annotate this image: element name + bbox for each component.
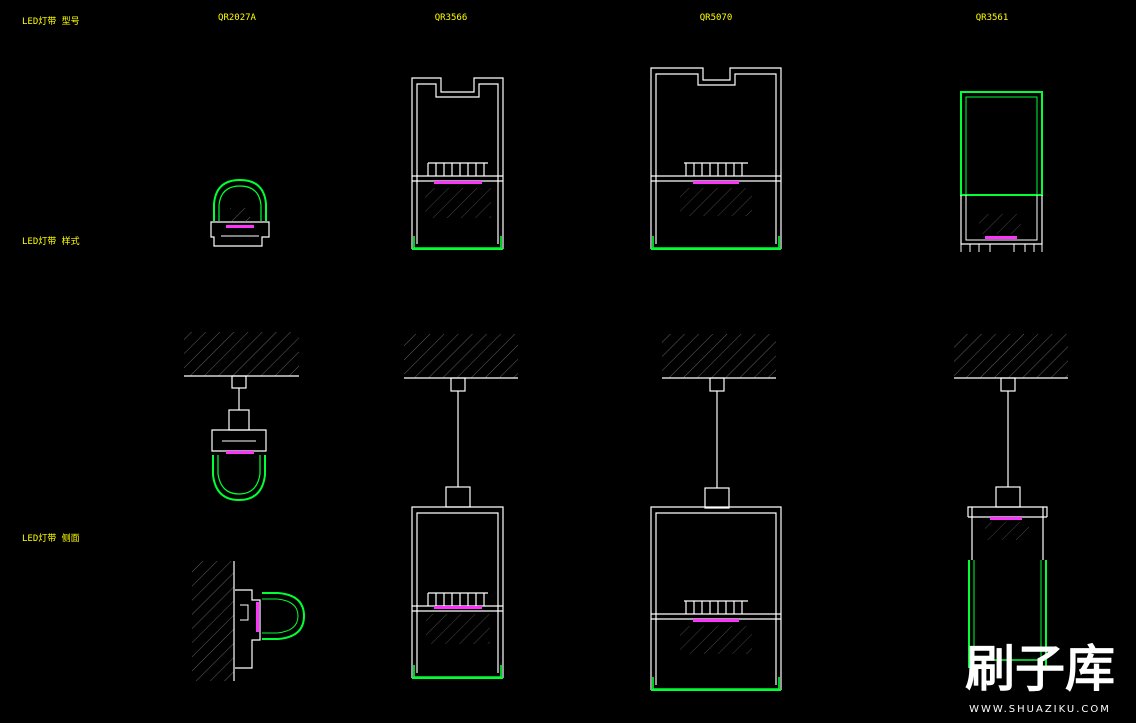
row-label-model: LED灯带 型号 [22, 16, 80, 27]
profile-qr3561 [960, 91, 1043, 252]
ceiling-slab-2 [404, 334, 518, 379]
suspended-qr3566 [411, 377, 504, 679]
profile-qr2027a [210, 178, 270, 247]
suspended-qr5070 [650, 377, 782, 691]
ceiling-slab-1 [184, 332, 299, 377]
suspended-qr2027a [211, 375, 267, 502]
side-view-qr2027a [192, 561, 306, 681]
ceiling-slab-3 [662, 334, 776, 379]
model-header-qr3561: QR3561 [976, 13, 1009, 23]
watermark-url: WWW.SHUAZIKU.COM [969, 704, 1111, 715]
model-header-qr5070: QR5070 [700, 13, 733, 23]
model-header-qr2027a: QR2027A [218, 13, 257, 23]
row-label-style: LED灯带 样式 [22, 235, 80, 247]
ceiling-slab-4 [954, 334, 1068, 379]
suspended-qr3561 [967, 377, 1048, 668]
model-header-qr3566: QR3566 [435, 13, 468, 23]
watermark-title: 刷子库 [965, 640, 1115, 698]
profile-qr5070 [650, 67, 782, 250]
row-label-side: LED灯带 侧面 [22, 532, 80, 544]
profile-qr3566 [411, 77, 504, 250]
